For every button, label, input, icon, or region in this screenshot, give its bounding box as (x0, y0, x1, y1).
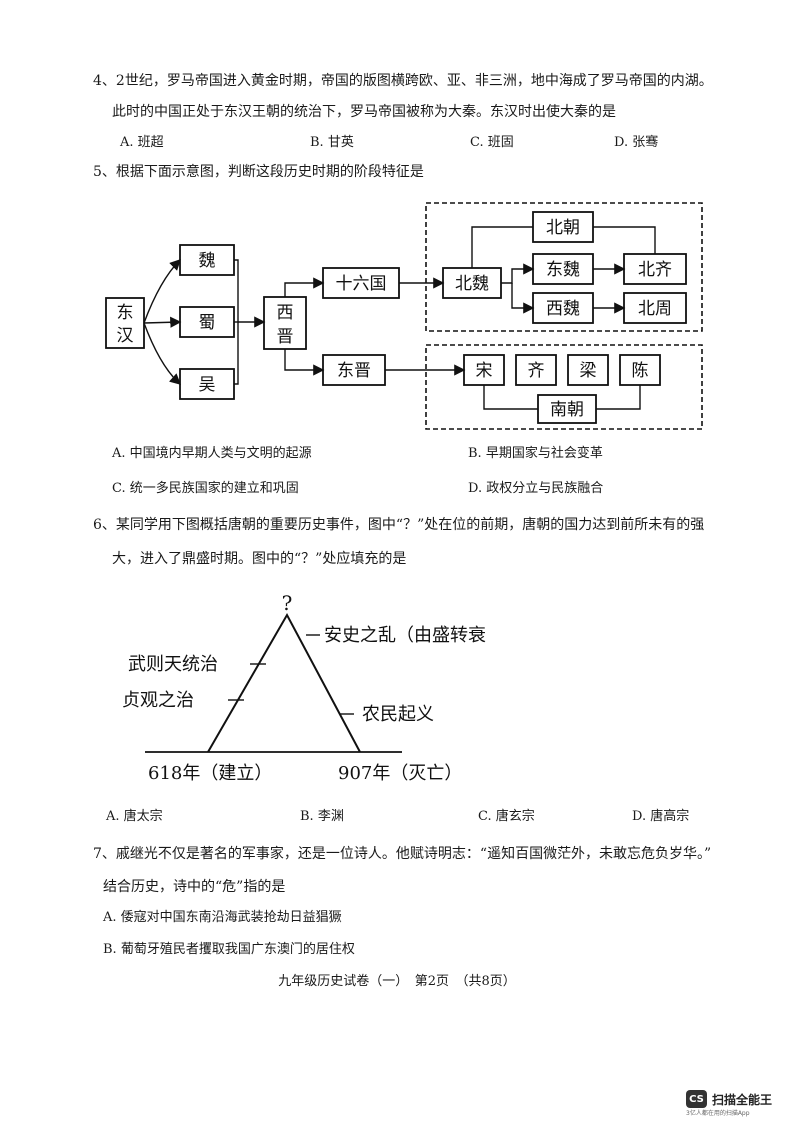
box-qi: 齐 (528, 361, 545, 381)
q7-stem-line2: 结合历史，诗中的“危”指的是 (103, 879, 286, 895)
box-dongjin: 东晋 (337, 361, 371, 381)
tang-label-start: 618年（建立） (148, 763, 272, 784)
box-beizhou: 北周 (638, 299, 672, 319)
box-liang: 梁 (580, 361, 597, 381)
q5-option-d: D. 政权分立与民族融合 (468, 481, 604, 496)
box-beiqi: 北齐 (638, 260, 672, 280)
tang-label-zhenguan: 贞观之治 (122, 690, 194, 711)
box-chen: 陈 (632, 361, 649, 381)
q6-tang-triangle-diagram: ? 武则天统治 贞观之治 安史之乱（由盛转衰 农民起义 618年（建立） 907… (122, 591, 486, 784)
tang-label-end: 907年（灭亡） (338, 763, 462, 784)
box-xiwei: 西魏 (546, 299, 580, 319)
box-xijin-1: 西 (277, 303, 294, 323)
page-footer: 九年级历史试卷（一） 第2页 （共8页） (278, 974, 516, 989)
scanner-watermark: CS 扫描全能王 (686, 1090, 772, 1108)
box-beiwei: 北魏 (455, 274, 489, 294)
box-xijin-2: 晋 (277, 327, 294, 347)
q4-option-d: D. 张骞 (614, 135, 659, 150)
box-nanchao: 南朝 (550, 400, 584, 420)
box-wei: 魏 (199, 251, 216, 271)
box-dongwei: 东魏 (546, 260, 580, 280)
box-shu: 蜀 (199, 313, 216, 333)
q6-stem-line1: 6、某同学用下图概括唐朝的重要历史事件，图中“？”处在位的前期，唐朝的国力达到前… (93, 517, 705, 533)
q6-option-d: D. 唐高宗 (632, 809, 690, 824)
q5-stem: 5、根据下面示意图，判断这段历史时期的阶段特征是 (93, 164, 424, 180)
q7-option-b: B. 葡萄牙殖民者攫取我国广东澳门的居住权 (103, 942, 355, 957)
q4-stem-line1: 4、2世纪，罗马帝国进入黄金时期，帝国的版图横跨欧、亚、非三洲，地中海成了罗马帝… (93, 73, 713, 89)
q7-stem-line1: 7、戚继光不仅是著名的军事家，还是一位诗人。他赋诗明志：“遥知百国微茫外，未敢忘… (93, 846, 712, 862)
q5-option-b: B. 早期国家与社会变革 (468, 446, 603, 461)
box-wu: 吴 (199, 375, 216, 395)
q4-option-c: C. 班固 (470, 135, 514, 150)
tang-label-wuzetian: 武则天统治 (128, 654, 218, 675)
watermark-name: 扫描全能王 (712, 1092, 773, 1107)
q5-dynasty-diagram: 东 汉 魏 蜀 吴 西 晋 十六国 东晋 北魏 北朝 东魏 西魏 北齐 北周 宋… (105, 202, 703, 430)
q4-option-a: A. 班超 (120, 135, 164, 150)
box-donghan-2: 汉 (117, 326, 134, 346)
tang-label-anshi: 安史之乱（由盛转衰 (324, 625, 486, 646)
box-donghan-1: 东 (117, 303, 134, 323)
camscanner-logo-icon: CS (686, 1090, 707, 1108)
box-beichao: 北朝 (546, 218, 580, 238)
q4-stem-line2: 此时的中国正处于东汉王朝的统治下，罗马帝国被称为大秦。东汉时出使大秦的是 (112, 104, 616, 120)
q6-stem-line2: 大，进入了鼎盛时期。图中的“？”处应填充的是 (112, 551, 407, 567)
q4-option-b: B. 甘英 (310, 135, 354, 150)
q6-option-c: C. 唐玄宗 (478, 809, 535, 824)
tang-question-mark: ? (282, 591, 293, 615)
watermark-subtitle: 3亿人都在用的扫描App (686, 1110, 750, 1117)
q5-option-a: A. 中国境内早期人类与文明的起源 (112, 446, 312, 461)
q7-option-a: A. 倭寇对中国东南沿海武装抢劫日益猖獗 (103, 910, 342, 925)
q6-option-a: A. 唐太宗 (106, 809, 163, 824)
box-song: 宋 (476, 361, 493, 381)
q6-option-b: B. 李渊 (300, 809, 344, 824)
q5-option-c: C. 统一多民族国家的建立和巩固 (112, 481, 299, 496)
box-shiliuguo: 十六国 (336, 274, 387, 294)
tang-label-nongmin: 农民起义 (362, 704, 434, 725)
